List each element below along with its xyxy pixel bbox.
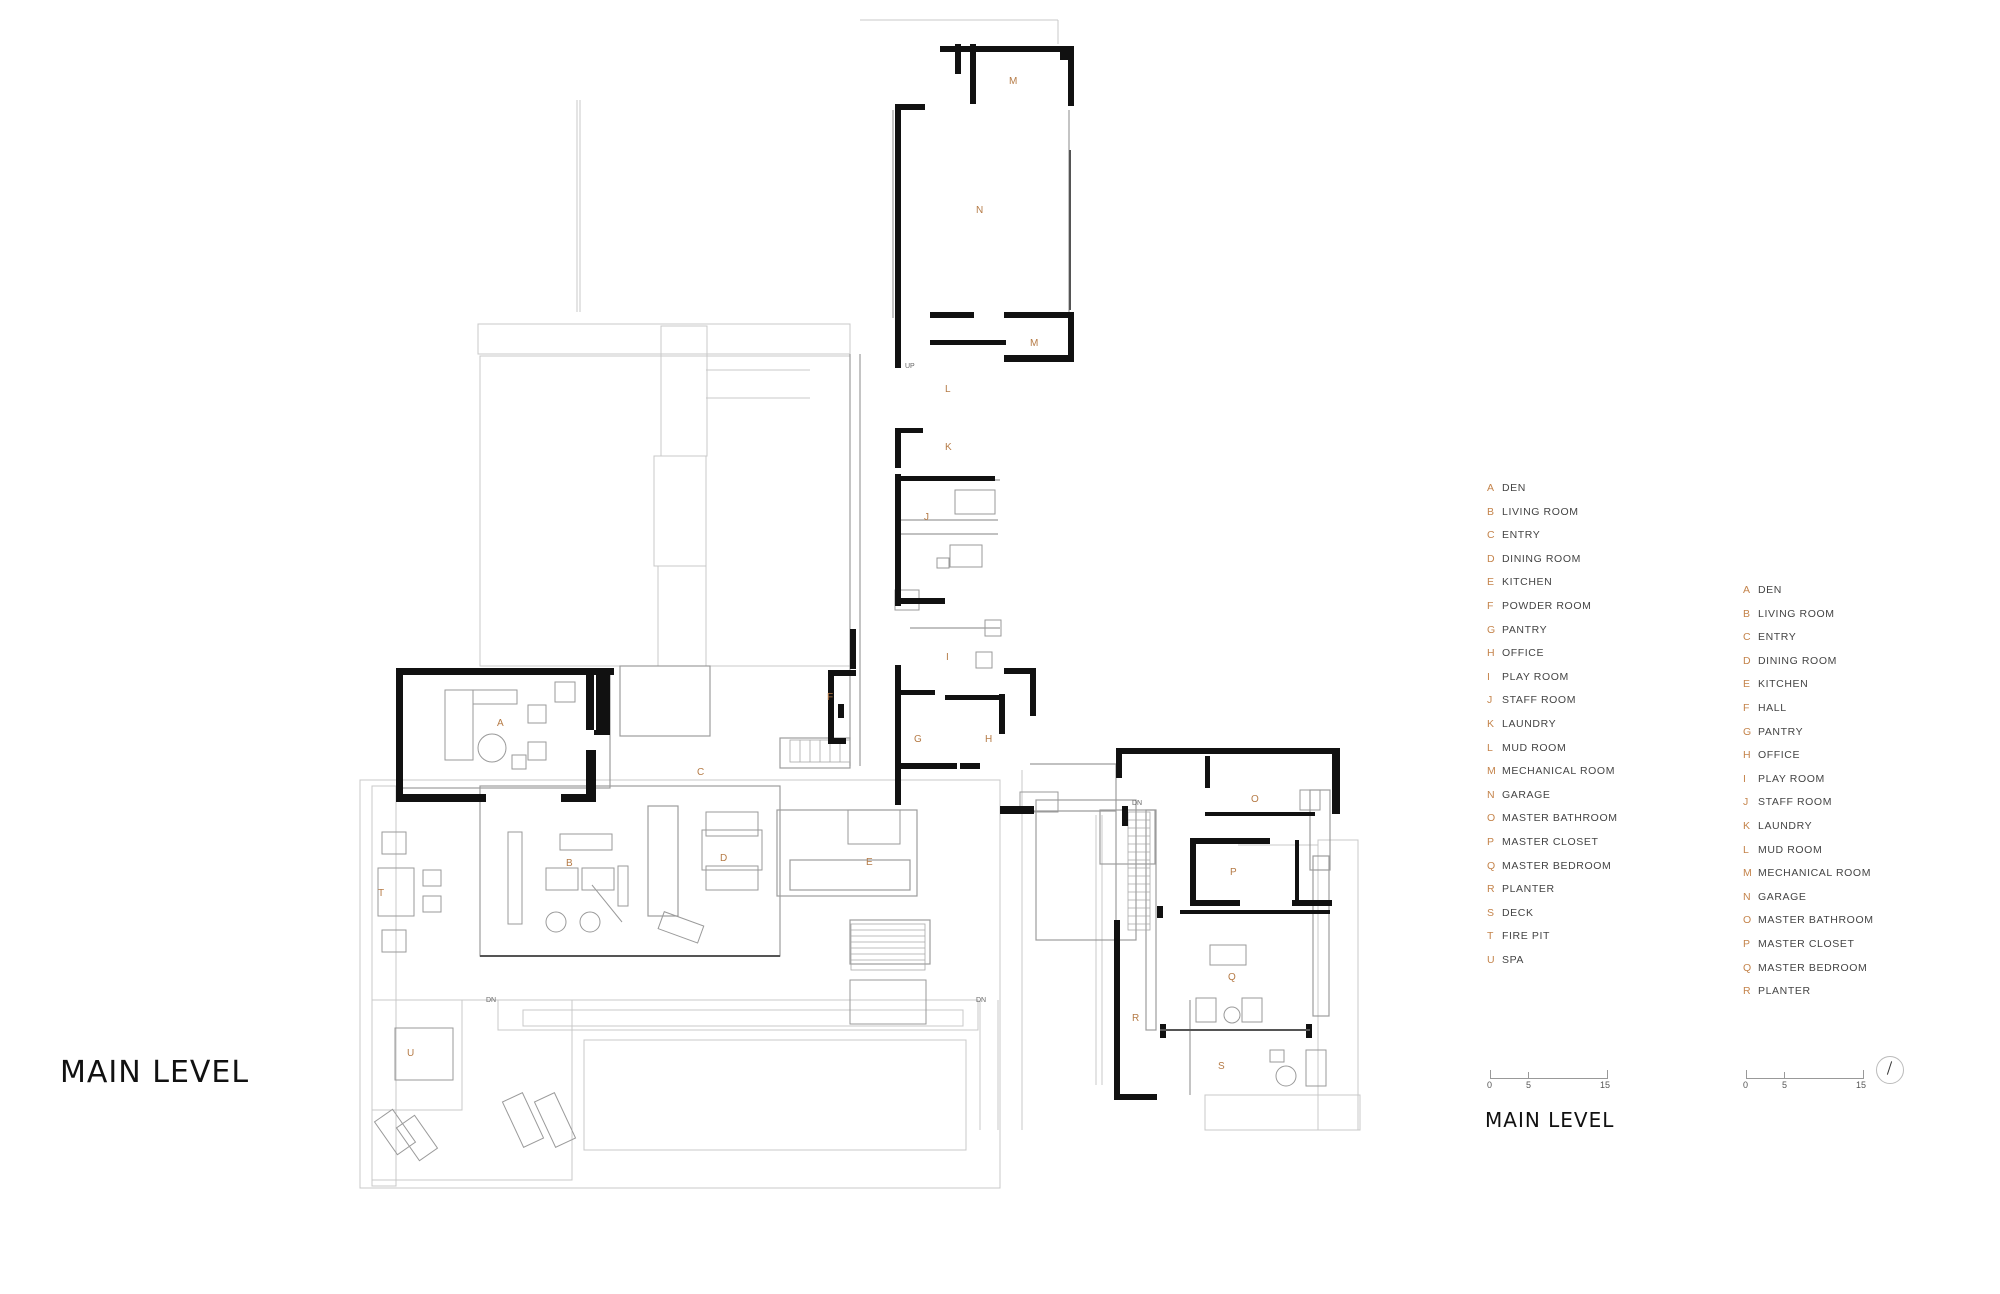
scale-bar-line xyxy=(1746,1070,1864,1079)
furniture xyxy=(373,489,1327,1162)
scale-label-5: 5 xyxy=(1526,1080,1532,1090)
room-tag-m-lower: M xyxy=(1030,338,1038,349)
stair-note-dn-bedroom: DN xyxy=(1132,800,1142,807)
stair-note-up: UP xyxy=(905,363,915,370)
scale-label-0: 0 xyxy=(1487,1080,1493,1090)
scale-label-15: 15 xyxy=(1856,1080,1867,1090)
scale-bar-midtick xyxy=(1784,1072,1785,1078)
room-tag-b: B xyxy=(566,858,573,869)
stairs xyxy=(789,739,1151,971)
plan-title: MAIN LEVEL xyxy=(60,1055,250,1090)
room-tag-u: U xyxy=(407,1048,414,1059)
stair-note-dn-pool: DN xyxy=(976,997,986,1004)
room-tag-e: E xyxy=(866,857,873,868)
legend-title: MAIN LEVEL xyxy=(1485,1108,1615,1132)
room-tag-h: H xyxy=(985,734,992,745)
site-lines xyxy=(359,19,1361,1189)
room-tag-l: L xyxy=(945,384,951,395)
room-tag-c: C xyxy=(697,767,704,778)
room-tag-d: D xyxy=(720,853,727,864)
room-tag-m-upper: M xyxy=(1009,76,1017,87)
room-tag-g: G xyxy=(914,734,922,745)
room-tag-t: T xyxy=(378,888,384,899)
room-tag-r: R xyxy=(1132,1013,1139,1024)
room-tag-k: K xyxy=(945,442,952,453)
stair-notes: UP DN DN DN xyxy=(486,363,1142,1004)
scale-label-15: 15 xyxy=(1600,1080,1611,1090)
interior-lines xyxy=(399,110,1331,1095)
room-tag-f: F xyxy=(827,692,833,703)
scale-label-0: 0 xyxy=(1743,1080,1749,1090)
north-arrow-icon xyxy=(1876,1056,1904,1084)
room-tag-p: P xyxy=(1230,867,1237,878)
room-tag-q: Q xyxy=(1228,972,1236,983)
room-tag-a: A xyxy=(497,718,504,729)
room-labels: A B C D E F G H I J K L M M N O P Q R S … xyxy=(378,76,1259,1072)
room-tag-o: O xyxy=(1251,794,1259,805)
scale-bar-line xyxy=(1490,1070,1608,1079)
room-tag-i: I xyxy=(946,652,949,663)
room-tag-s: S xyxy=(1218,1061,1225,1072)
scale-bar-midtick xyxy=(1528,1072,1529,1078)
stair-note-dn-spa: DN xyxy=(486,997,496,1004)
room-tag-n: N xyxy=(976,205,983,216)
room-tag-j: J xyxy=(924,512,929,523)
scale-label-5: 5 xyxy=(1782,1080,1788,1090)
glazing xyxy=(480,150,1310,1031)
